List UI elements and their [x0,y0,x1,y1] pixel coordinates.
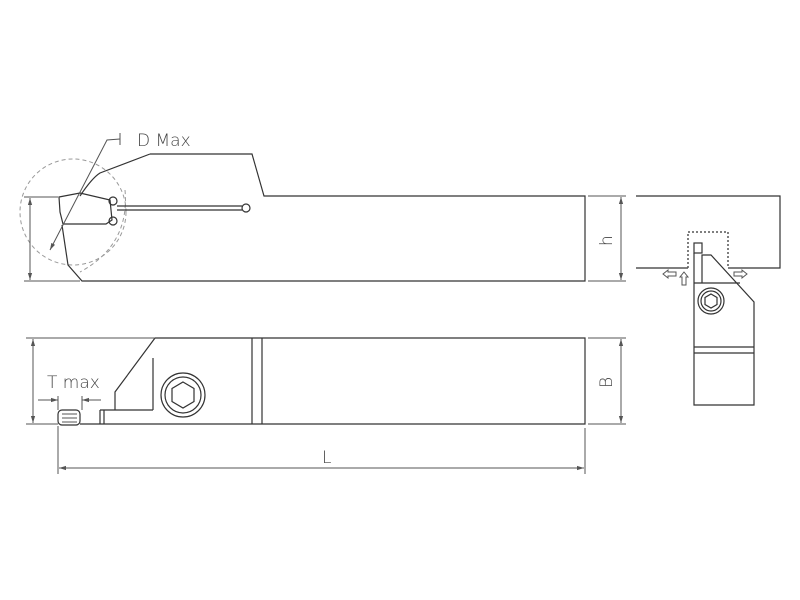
clamp-screw [160,372,206,418]
h-extension [588,195,626,282]
clearance-arc [79,189,126,273]
arrow-left-icon [662,268,677,280]
holder-end [693,253,755,406]
l-extension [57,426,586,474]
l-label: L [322,448,331,468]
holder-outline [61,153,586,282]
insert [58,192,113,225]
end-view [636,195,781,406]
arrow-right-icon [733,268,748,280]
h-label: h [597,235,617,246]
body-step [251,338,263,424]
workpiece [636,195,781,269]
hex-socket-icon [704,293,718,309]
insert-tip [57,409,81,426]
d-max-label: D Max [137,131,191,151]
arrow-up-icon [678,271,690,286]
b-label: B [597,377,617,388]
t-max-ticks [57,396,83,410]
insert-grooves [62,413,77,423]
groove-outline [687,231,729,268]
clamp-jaw [99,337,156,424]
clamp-slot [117,205,242,211]
holder-body [80,337,586,425]
top-view: D Max h [19,131,626,282]
screw-end-inner [700,290,722,312]
d-max-circle [19,158,127,266]
height-extension [24,196,80,282]
relief-hole [108,216,118,226]
chip-flute [79,153,151,197]
hex-socket-icon [171,381,195,409]
screw-end [697,287,725,315]
b-left-extension [26,337,155,425]
insert-end [693,242,703,254]
clamp-screw-inner [164,376,202,414]
side-view: B T max L [26,337,626,474]
t-max-label: T max [47,373,100,393]
slot-end-hole [241,203,251,213]
relief-hole [108,196,118,206]
b-extension [588,337,626,425]
d-max-leader [49,138,121,251]
